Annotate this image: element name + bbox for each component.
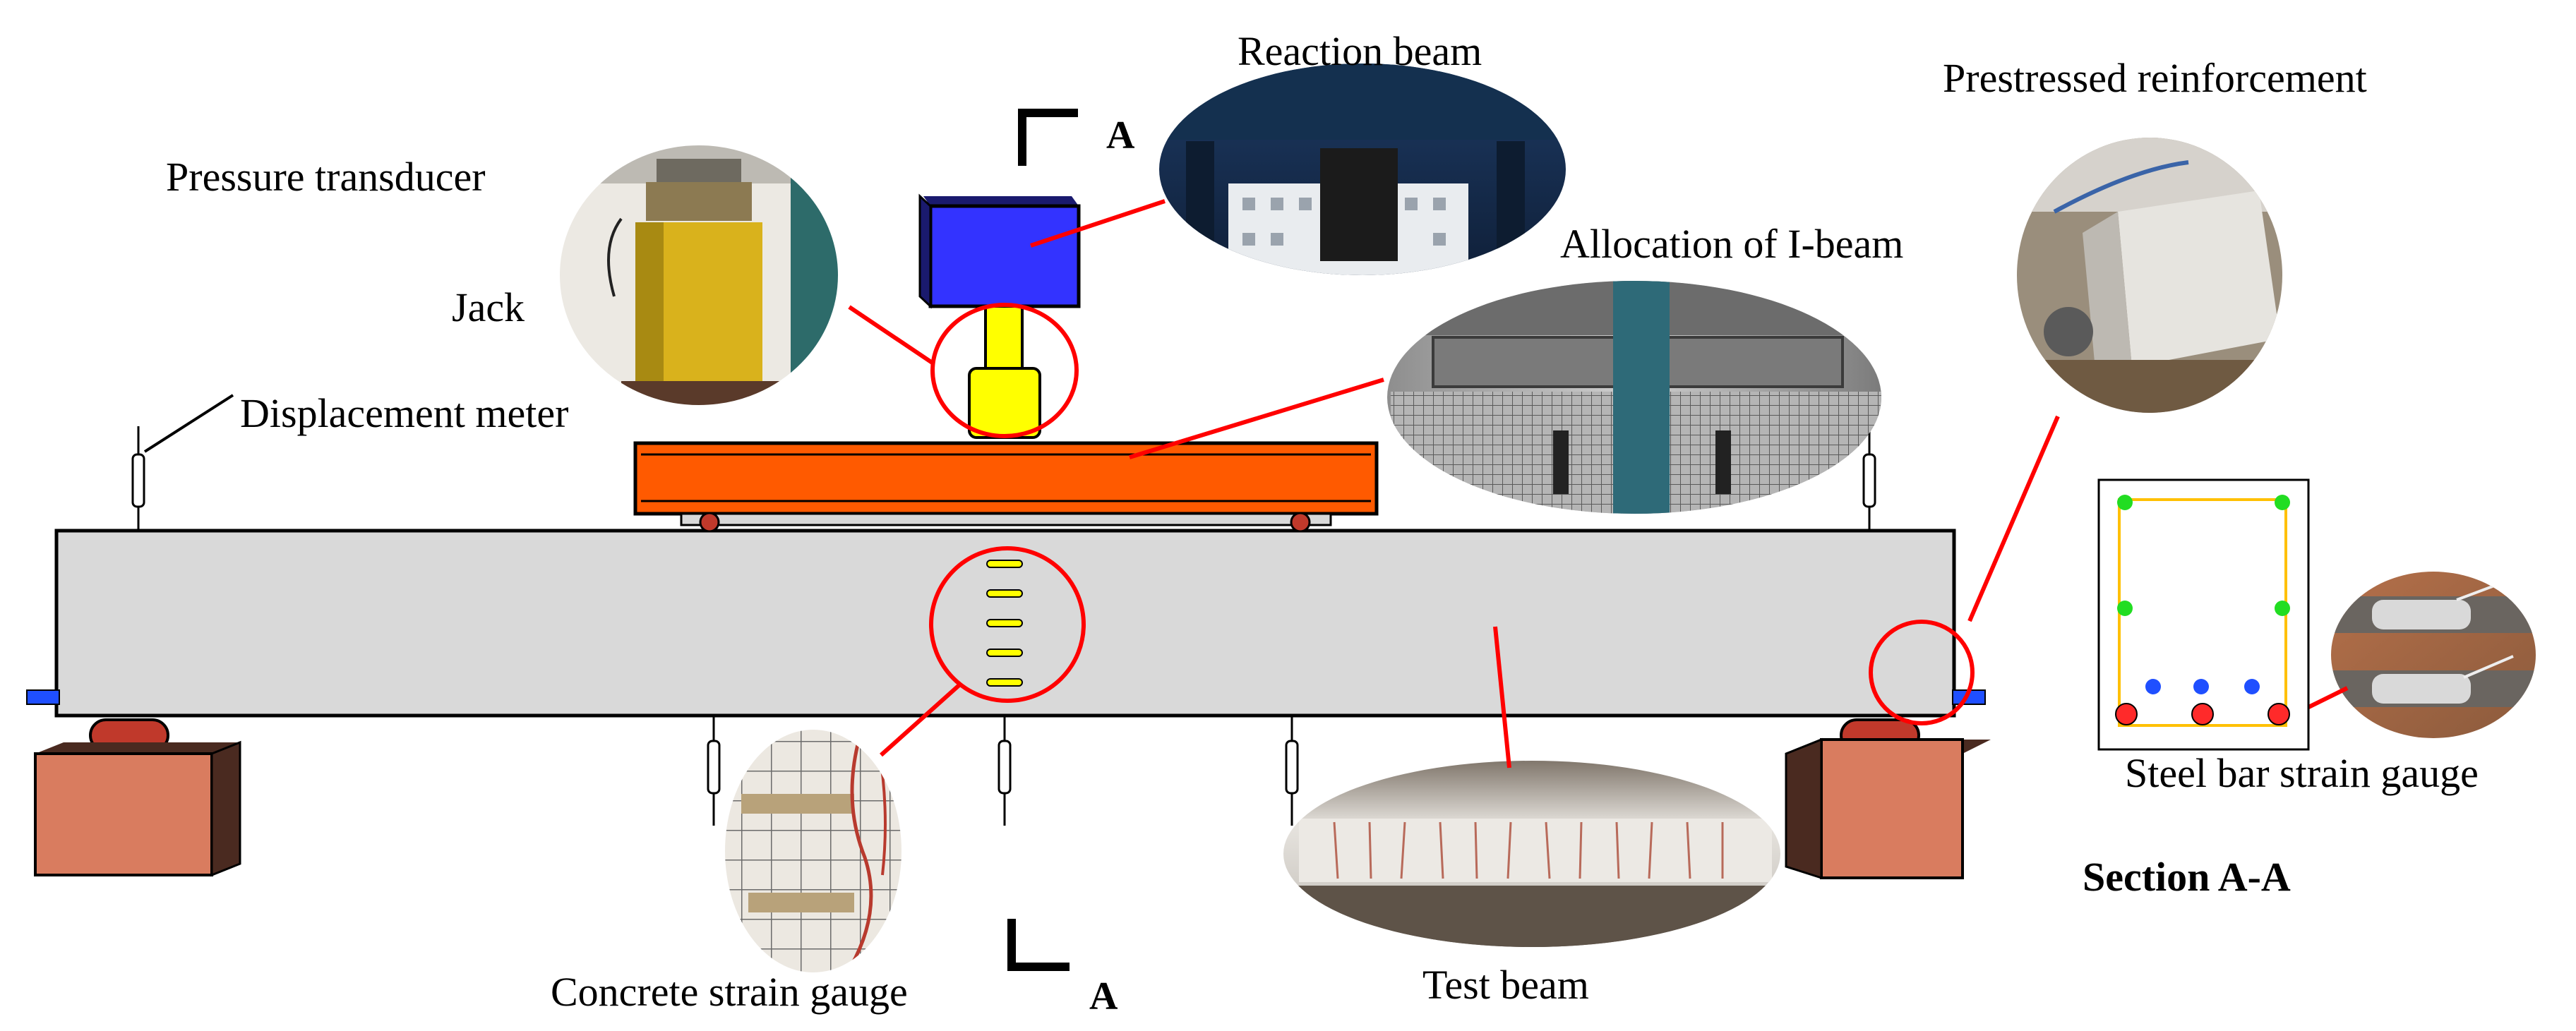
displacement-meter: [707, 716, 721, 826]
concrete-strain-gauges: [986, 560, 1023, 687]
jack-photo-frame: [558, 144, 839, 406]
concrete-gauge-callout-line: [879, 681, 964, 757]
label-prestressed-reinforcement: Prestressed reinforcement: [1943, 55, 2367, 101]
jack: [968, 305, 1041, 439]
label-reaction-beam: Reaction beam: [1238, 28, 1482, 74]
rebar-bottom: [2191, 703, 2214, 725]
tendon-end-left: [26, 689, 60, 705]
displacement-meter: [131, 426, 145, 531]
tendon: [2244, 679, 2260, 694]
reaction-callout-line: [1030, 199, 1166, 248]
svg-text:A: A: [1089, 975, 1118, 1018]
svg-text:A: A: [1106, 114, 1135, 157]
rebar-side: [2117, 601, 2133, 616]
section-mark-bottom: A: [1007, 919, 1118, 1018]
tendon: [2193, 679, 2209, 694]
displacement-meter: [998, 716, 1012, 826]
ibeam-callout-line: [1129, 378, 1384, 459]
displacement-leader-line: [143, 394, 234, 453]
jack-callout-line: [848, 305, 935, 366]
prestress-callout-circle: [1869, 620, 1975, 725]
concrete-strain-gauge-photo: [725, 730, 901, 972]
rebar-top: [2275, 495, 2290, 510]
label-jack: Jack: [452, 284, 525, 330]
label-displacement-meter: Displacement meter: [240, 390, 568, 436]
label-steel-bar-strain-gauge: Steel bar strain gauge: [2125, 750, 2479, 796]
section-mark-top: A: [1018, 109, 1135, 166]
jack-callout-circle: [930, 303, 1079, 438]
test-beam-photo: [1283, 761, 1780, 947]
section-aa: [2097, 478, 2310, 751]
displacement-meter: [1285, 716, 1299, 826]
displacement-meter: [1862, 426, 1876, 531]
test-beam-callout-line: [1493, 626, 1511, 768]
label-section-aa: Section A-A: [2083, 854, 2291, 900]
label-pressure-transducer: Pressure transducer: [166, 154, 486, 200]
rebar-top: [2117, 495, 2133, 510]
label-test-beam: Test beam: [1422, 962, 1589, 1008]
tendon: [2145, 679, 2161, 694]
rebar-side: [2275, 601, 2290, 616]
rebar-bottom: [2268, 703, 2290, 725]
reaction-beam-photo: [1159, 64, 1566, 275]
label-allocation-of-ibeam: Allocation of I-beam: [1560, 221, 1903, 267]
prestressed-reinforcement-photo: [2017, 138, 2282, 413]
prestress-callout-line: [1967, 415, 2060, 622]
label-concrete-strain-gauge: Concrete strain gauge: [551, 969, 908, 1015]
steel-bar-strain-gauge-photo: [2331, 572, 2536, 738]
support-block: [34, 752, 213, 876]
support-left: [34, 718, 241, 877]
reaction-block: [918, 193, 1081, 309]
support-block: [1820, 738, 1964, 879]
ibeam-allocation-photo: [1387, 281, 1881, 514]
rebar-bottom: [2115, 703, 2138, 725]
concrete-gauge-callout-circle: [929, 546, 1086, 703]
support-right: [1785, 718, 1991, 880]
displacement-meters: [131, 426, 1876, 826]
distribution-beam: [633, 441, 1379, 533]
